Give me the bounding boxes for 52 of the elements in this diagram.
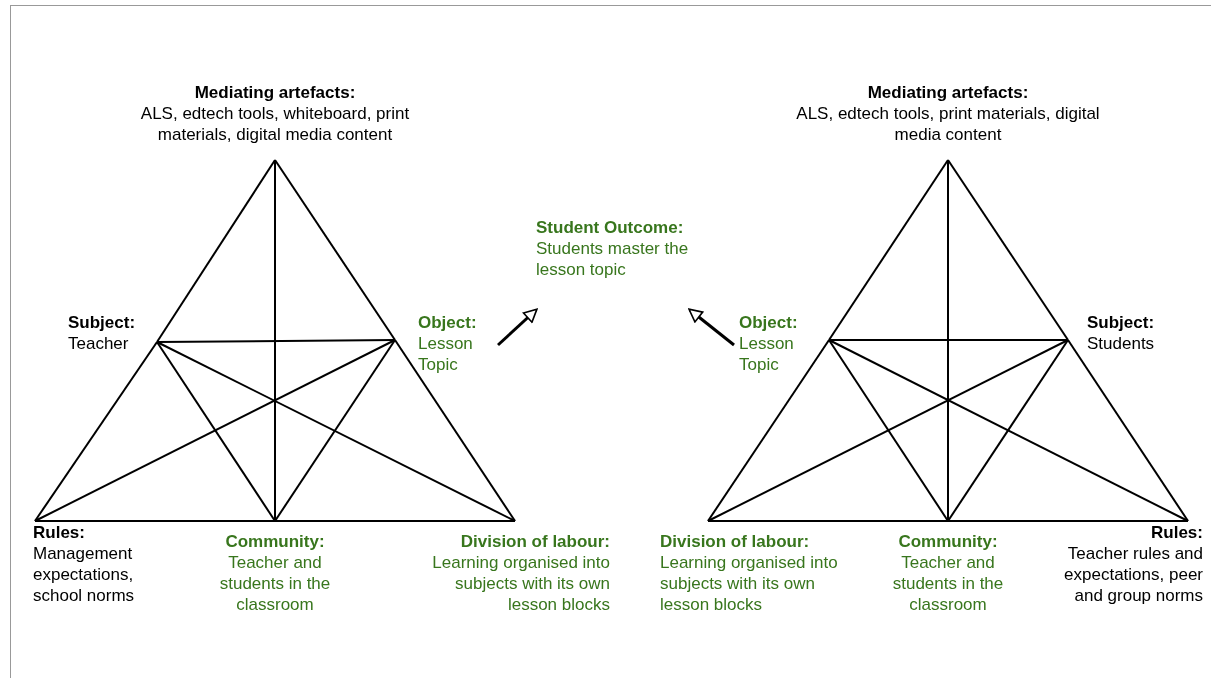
label-text: ALS, edtech tools, print materials, digital media content — [795, 103, 1101, 145]
triangle-line — [947, 339, 1069, 522]
triangle-line — [156, 341, 276, 522]
triangle-line — [707, 339, 1069, 522]
label-text: Teacher rules and expectations, peer and group norms — [1063, 543, 1203, 606]
label-heading: Object: — [418, 312, 478, 333]
triangle-line — [34, 520, 276, 522]
triangle-line — [156, 339, 396, 343]
label-text: Lesson Topic — [418, 333, 474, 375]
triangle-line — [394, 339, 516, 522]
label-heading: Community: — [897, 531, 999, 552]
triangle-line — [274, 520, 516, 522]
label-text: Management expectations, school norms — [33, 543, 136, 606]
triangle-line — [34, 339, 396, 522]
label-heading: Student Outcome: — [536, 217, 685, 238]
label-heading: Subject: — [68, 312, 137, 333]
triangle-line — [947, 520, 1189, 522]
triangle-line — [274, 159, 396, 341]
triangle-line — [274, 159, 276, 522]
triangle-line — [1067, 339, 1189, 522]
triangle-line — [947, 159, 1069, 341]
label-text: Teacher and students in the classroom — [891, 552, 1005, 615]
label-text: Learning organised into subjects with its own lesson blocks — [660, 552, 839, 615]
label-text: Teacher and students in the classroom — [218, 552, 332, 615]
triangle-line — [947, 159, 949, 522]
triangle-line — [156, 341, 516, 522]
triangle-line — [707, 339, 830, 522]
hollow-arrow — [688, 308, 735, 347]
triangle-line — [828, 339, 1189, 522]
label-heading: Object: — [739, 312, 799, 333]
hollow-arrow — [497, 308, 538, 347]
label-heading: Subject: — [1087, 312, 1156, 333]
triangle-line — [828, 339, 949, 522]
triangle-line — [274, 339, 396, 522]
label-heading: Mediating artefacts: — [193, 82, 357, 103]
label-text: ALS, edtech tools, whiteboard, print materials, digital media content — [139, 103, 411, 145]
label-text: Teacher — [68, 333, 130, 354]
label-heading: Mediating artefacts: — [866, 82, 1030, 103]
label-heading: Division of labour: — [660, 531, 811, 552]
triangle-line — [828, 159, 949, 341]
label-text: Learning organised into subjects with its own lesson blocks — [431, 552, 610, 615]
label-heading: Community: — [224, 531, 326, 552]
label-text: Students — [1087, 333, 1156, 354]
triangle-line — [156, 159, 276, 343]
label-text: Students master the lesson topic — [536, 238, 690, 280]
label-heading: Division of labour: — [459, 531, 610, 552]
label-text: Lesson Topic — [739, 333, 795, 375]
label-heading: Rules: — [33, 522, 86, 543]
label-heading: Rules: — [1150, 522, 1203, 543]
triangle-line — [34, 341, 158, 522]
triangle-line — [828, 339, 1069, 341]
triangle-line — [707, 520, 949, 522]
